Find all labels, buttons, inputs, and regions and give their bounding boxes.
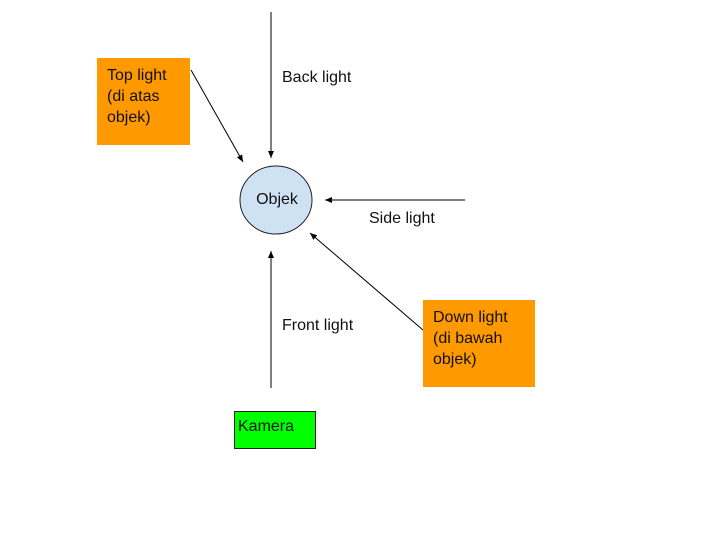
top-light-arrow [190,69,244,163]
side-light-label: Side light [369,210,435,227]
down-light-arrow [309,232,424,331]
front-light-label: Front light [282,317,354,334]
down-light-box: Down light (di bawah objek) [423,300,535,387]
object-circle [239,165,313,235]
top-light-box: Top light (di atas objek) [97,58,190,145]
object-label: Objek [256,191,298,208]
camera-box: Kamera [234,411,316,449]
back-light-label: Back light [282,69,352,86]
